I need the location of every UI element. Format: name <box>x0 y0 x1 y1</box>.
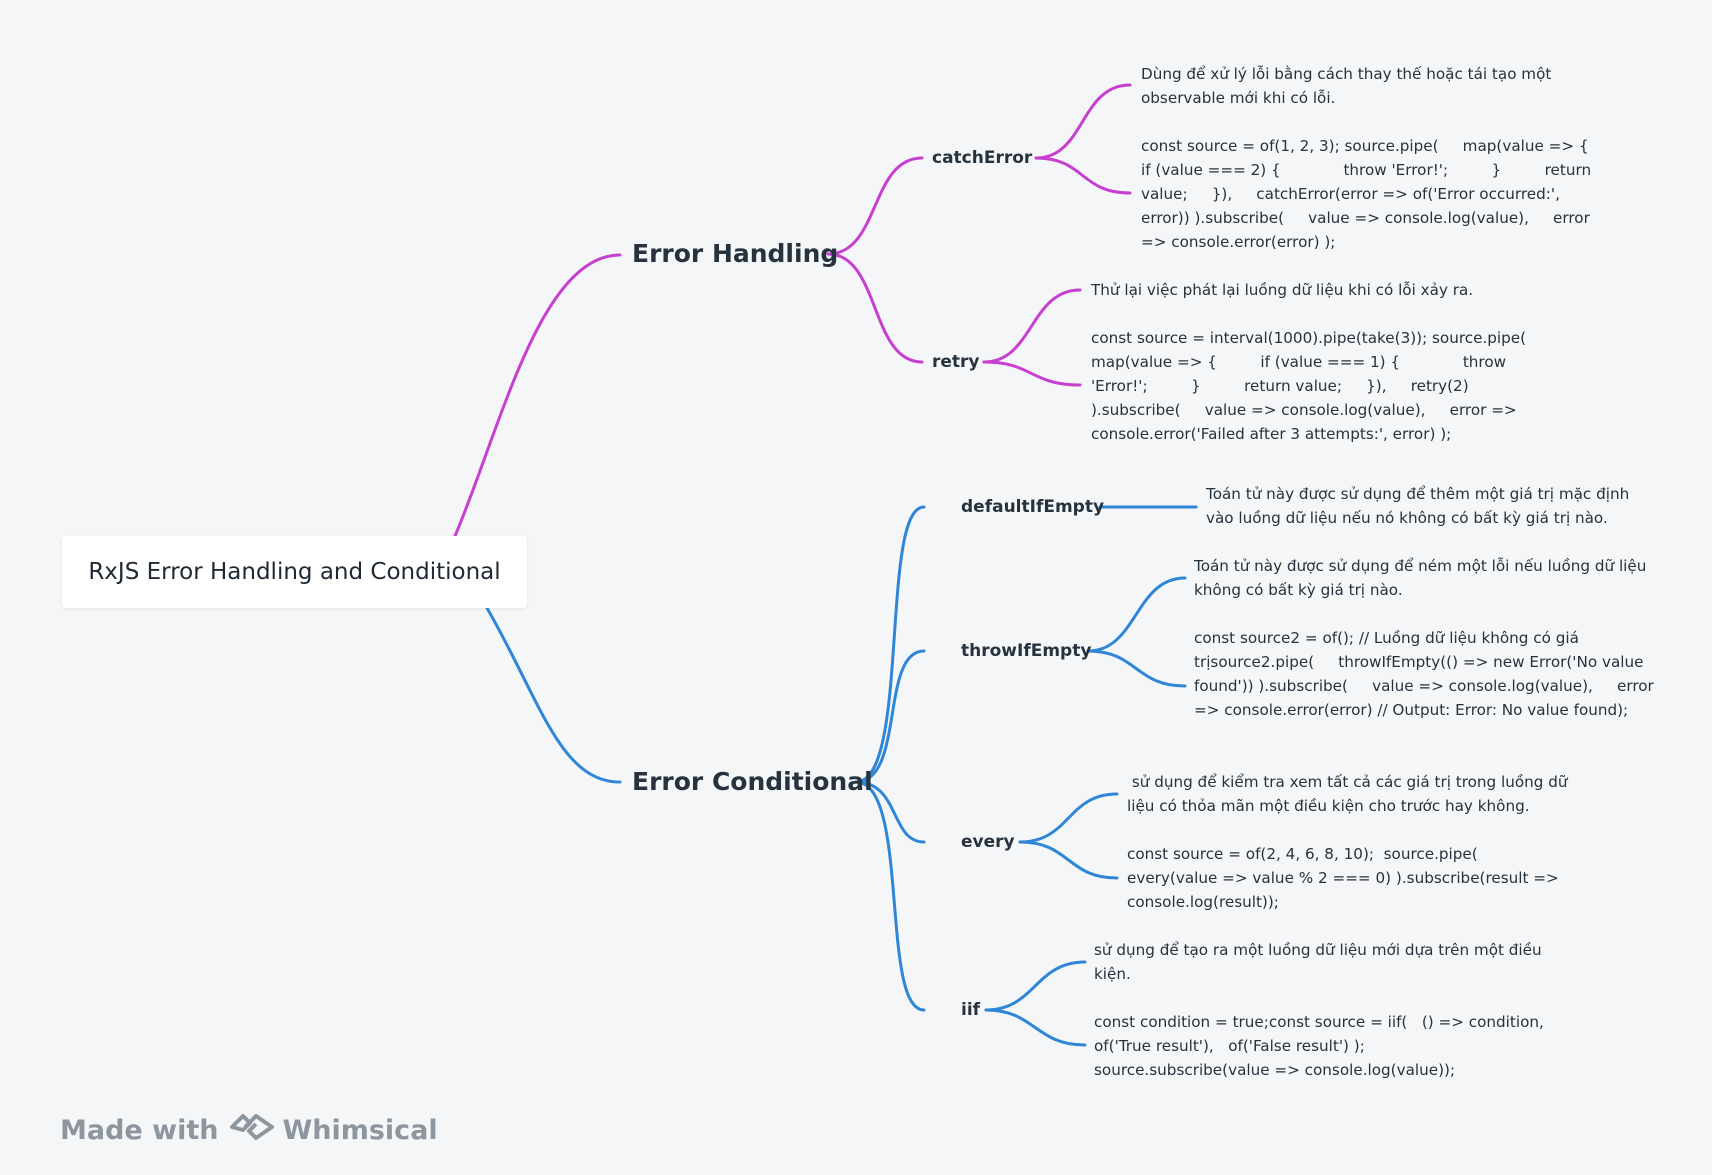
note-catcherror[interactable]: Dùng để xử lý lỗi bằng cách thay thế hoặ… <box>1141 62 1596 254</box>
note-retry-description: Thử lại việc phát lại luồng dữ liệu khi … <box>1091 281 1474 299</box>
whimsical-logo-icon <box>230 1112 275 1149</box>
made-with-label: Made with <box>60 1114 219 1146</box>
node-iif[interactable]: iif <box>961 1000 981 1020</box>
note-every-description: sử dụng để kiểm tra xem tất cả các giá t… <box>1127 773 1573 815</box>
note-throwifempty[interactable]: Toán tử này được sử dụng để ném một lỗi … <box>1194 554 1654 722</box>
node-catcherror[interactable]: catchError <box>932 148 1033 168</box>
note-defaultifempty[interactable]: Toán tử này được sử dụng để thêm một giá… <box>1206 482 1646 530</box>
note-retry[interactable]: Thử lại việc phát lại luồng dữ liệu khi … <box>1091 278 1551 446</box>
made-with-footer[interactable]: Made with Whimsical <box>60 1110 438 1150</box>
note-every[interactable]: sử dụng để kiểm tra xem tất cả các giá t… <box>1127 770 1587 914</box>
note-catcherror-description: Dùng để xử lý lỗi bằng cách thay thế hoặ… <box>1141 65 1557 107</box>
root-node[interactable]: RxJS Error Handling and Conditional <box>62 536 527 608</box>
edge-catcherror-code <box>1034 156 1132 195</box>
root-node-label: RxJS Error Handling and Conditional <box>88 559 501 585</box>
edge-throwifempty-code <box>1086 649 1187 688</box>
edge-throwifempty-desc <box>1086 576 1187 653</box>
edge-every-code <box>1018 840 1119 880</box>
note-retry-code: const source = interval(1000).pipe(take(… <box>1091 329 1551 443</box>
branch-error-handling[interactable]: Error Handling <box>632 239 839 268</box>
edge-root-error-conditional <box>485 606 622 784</box>
note-every-code: const source = of(2, 4, 6, 8, 10); sourc… <box>1127 845 1564 911</box>
edge-error-handling-retry <box>826 252 924 364</box>
edge-iif-code <box>984 1008 1087 1047</box>
node-throwifempty[interactable]: throwIfEmpty <box>961 641 1092 661</box>
note-catcherror-code: const source = of(1, 2, 3); source.pipe(… <box>1141 137 1633 251</box>
node-defaultifempty[interactable]: defaultIfEmpty <box>961 497 1105 517</box>
whimsical-wordmark: Whimsical <box>282 1114 438 1146</box>
note-iif[interactable]: sử dụng để tạo ra một luồng dữ liệu mới … <box>1094 938 1544 1082</box>
node-every[interactable]: every <box>961 832 1015 852</box>
branch-error-conditional[interactable]: Error Conditional <box>632 767 873 796</box>
note-throwifempty-description: Toán tử này được sử dụng để ném một lỗi … <box>1194 557 1652 599</box>
note-iif-code: const condition = true;const source = ii… <box>1094 1013 1544 1079</box>
note-iif-description: sử dụng để tạo ra một luồng dữ liệu mới … <box>1094 941 1547 983</box>
note-throwifempty-code: const source2 = of(); // Luồng dữ liệu k… <box>1194 629 1659 719</box>
edge-retry-code <box>982 360 1082 387</box>
edge-root-error-handling <box>453 253 622 538</box>
edge-conditional-every <box>854 780 926 844</box>
note-defaultifempty-description: Toán tử này được sử dụng để thêm một giá… <box>1206 485 1635 527</box>
edge-error-handling-catcherror <box>826 156 924 256</box>
edge-catcherror-desc <box>1034 83 1132 160</box>
edge-conditional-iif <box>854 780 926 1012</box>
edge-retry-desc <box>982 288 1082 364</box>
node-retry[interactable]: retry <box>932 352 980 372</box>
edge-conditional-throwifempty <box>854 649 926 784</box>
edge-every-desc <box>1018 792 1119 844</box>
edge-iif-desc <box>984 960 1087 1012</box>
edge-conditional-defaultifempty <box>854 505 926 784</box>
